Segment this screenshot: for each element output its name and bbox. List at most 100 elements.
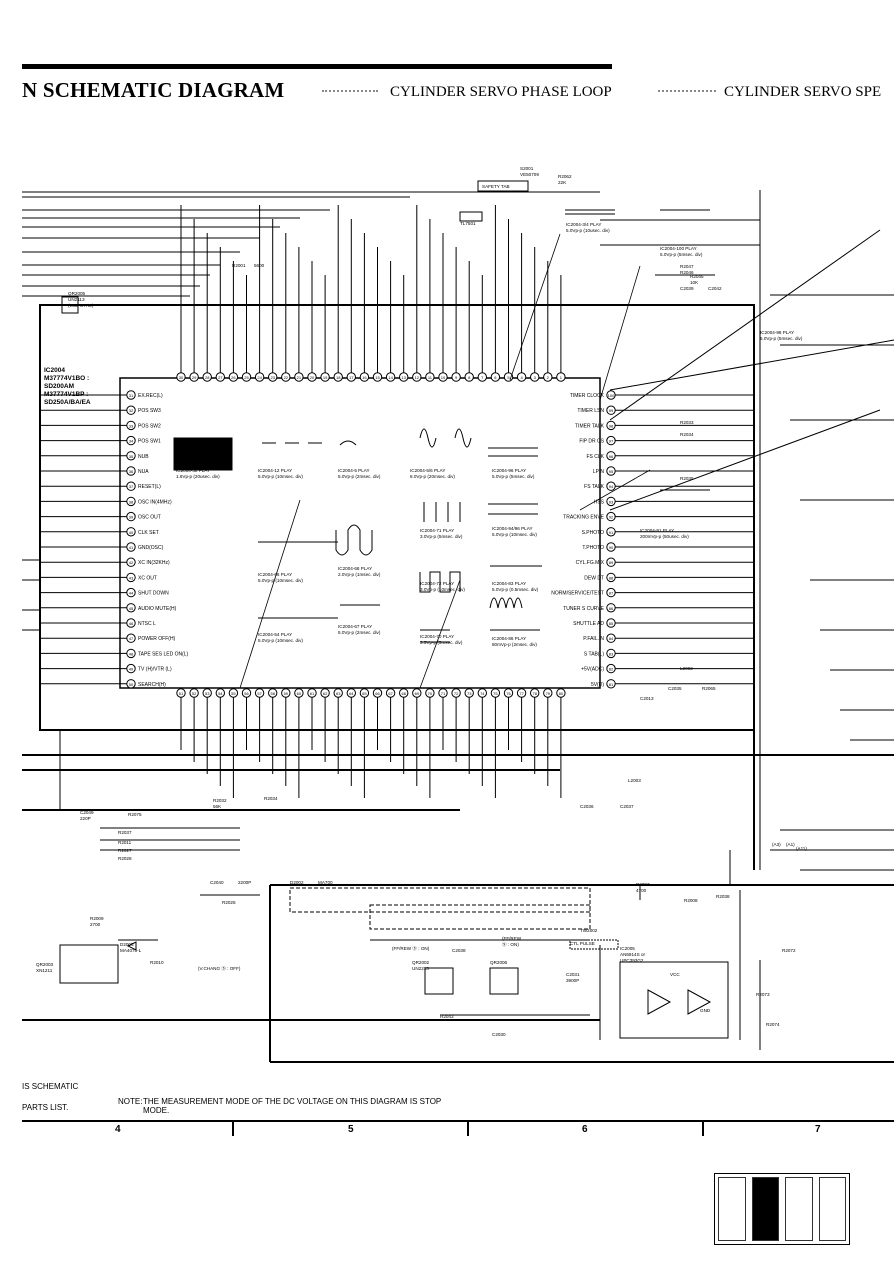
scope-note-value: 5.0Vp-p (0.5msec. div) xyxy=(492,587,539,592)
pin-circle xyxy=(606,663,616,674)
component-label: QR2005 xyxy=(68,291,86,296)
component-label: C2036 xyxy=(580,804,594,809)
pin-circle xyxy=(126,496,136,507)
pin-label: OSC OUT xyxy=(138,515,161,521)
scope-note-value: 5.0Vp-p (10msec. div) xyxy=(258,474,303,479)
component-label: (FF/REW xyxy=(502,936,522,941)
pin-circle xyxy=(606,603,616,613)
component-label: R2046 xyxy=(680,270,694,275)
component-label: Ⓢ : ON) xyxy=(502,941,519,948)
component-label: (A1) xyxy=(786,842,795,847)
column-tick xyxy=(467,1120,469,1136)
pin-label: S.PHOTO xyxy=(582,530,605,536)
scope-note-value: 5.0Vp-p (10msec. div) xyxy=(258,638,303,643)
pin-number: 35 xyxy=(129,454,134,459)
component-label: R2028 xyxy=(118,856,132,861)
pin-circle xyxy=(189,372,199,382)
component-label: C2031 xyxy=(566,972,580,977)
pin-number: 92 xyxy=(609,515,614,520)
note-text: THE MEASUREMENT MODE OF THE DC VOLTAGE O… xyxy=(143,1097,442,1106)
pin-number: 81 xyxy=(609,682,614,687)
pin-circle xyxy=(176,372,186,382)
pin-label: OSC IN(4MHz) xyxy=(138,499,172,505)
pin-label: TUNER S CURVE xyxy=(563,606,604,612)
pin-number: 59 xyxy=(284,691,289,696)
pin-circle xyxy=(359,372,370,382)
pin-number: 17 xyxy=(349,375,354,380)
component-label: VE50709 xyxy=(520,172,539,177)
pin-number: 73 xyxy=(467,691,472,696)
scope-note-title: IC2004-94/96 PLAY xyxy=(492,526,533,531)
pin-label: NUB xyxy=(138,454,149,460)
pin-circle xyxy=(268,688,278,698)
scope-note-title: IC2004-72 PLAY xyxy=(420,581,454,586)
component-label: L2002 xyxy=(680,666,693,671)
component-label: R2032 xyxy=(213,798,227,803)
pin-label: POS SW1 xyxy=(138,439,161,445)
component-label: UN2113 xyxy=(68,297,85,302)
pin-number: 40 xyxy=(129,530,134,535)
scope-note-value: 5.0Vp-p (2msec. div) xyxy=(338,474,381,479)
pin-circle xyxy=(543,372,553,382)
pin-number: 44 xyxy=(129,591,134,596)
pin-number: 88 xyxy=(609,575,614,580)
pin-number: 37 xyxy=(129,484,134,489)
page-thumb[interactable] xyxy=(785,1177,813,1241)
page-thumb[interactable] xyxy=(818,1177,846,1241)
dashed-region xyxy=(369,904,591,930)
scope-note-value: 3.0Vp-p (10msec. div) xyxy=(420,587,465,592)
pin-number: 60 xyxy=(297,691,302,696)
pin-circle xyxy=(606,542,616,552)
pin-number: 4 xyxy=(520,375,523,380)
pin-number: 53 xyxy=(205,691,210,696)
pin-circle xyxy=(254,372,265,382)
pin-number: 48 xyxy=(129,651,134,656)
header-dash-rule xyxy=(658,90,716,95)
scope-note-value: 5.0Vp-p (5msec. div) xyxy=(760,336,803,341)
component-label: R2027 xyxy=(118,848,132,853)
scope-note-title: IC2004-71 PLAY xyxy=(420,528,454,533)
scope-note-title: IC2004-83 PLAY xyxy=(492,581,526,586)
pin-circle xyxy=(412,688,422,698)
ic2004-part: SD250A/BA/EA xyxy=(44,399,91,406)
pin-number: 72 xyxy=(454,691,459,696)
pin-circle xyxy=(126,663,136,674)
component-label: 10K xyxy=(690,280,699,285)
pin-number: 50 xyxy=(129,682,134,687)
pin-circle xyxy=(126,481,136,491)
pin-number: 7 xyxy=(481,375,484,380)
pin-circle xyxy=(241,688,252,698)
scope-note-value: 5.0Vp-p (10msec. div) xyxy=(492,532,537,537)
pin-label: NORM/SERVICE/TEST xyxy=(551,591,604,597)
pin-number: 42 xyxy=(129,560,134,565)
pin-circle xyxy=(490,688,501,698)
pin-label: HSS xyxy=(594,499,605,505)
pin-number: 10 xyxy=(441,375,446,380)
pin-circle xyxy=(126,527,136,537)
pin-circle xyxy=(516,688,527,698)
component-label: R2047 xyxy=(680,264,694,269)
page-thumb[interactable] xyxy=(718,1177,746,1241)
pin-circle xyxy=(268,372,278,382)
pin-circle xyxy=(606,451,616,461)
component-label: (A3) xyxy=(772,842,781,847)
pin-number: 52 xyxy=(192,691,197,696)
scope-note-value: 3.0Vp-p (5msec. div) xyxy=(420,534,463,539)
pin-number: 71 xyxy=(441,691,446,696)
page-navigator xyxy=(714,1173,850,1245)
pin-label: TV (H)/VTR (L) xyxy=(138,667,172,673)
pin-number: 2 xyxy=(547,375,550,380)
pin-circle xyxy=(126,390,136,400)
component-label: R2025 xyxy=(222,900,236,905)
page-thumb-current[interactable] xyxy=(751,1177,779,1241)
pin-label: LPIN xyxy=(593,469,605,475)
pin-number: 39 xyxy=(129,515,134,520)
pin-label: XC OUT xyxy=(138,575,157,581)
pin-label: P.FAIL.IN xyxy=(583,636,604,642)
component-label: TW2002 xyxy=(580,928,598,933)
pin-label: S TAB(L) xyxy=(584,651,604,657)
pin-label: EX.REC(L) xyxy=(138,393,163,399)
note-label: NOTE: xyxy=(118,1097,143,1106)
component-label: C2037 xyxy=(620,804,634,809)
pin-circle xyxy=(606,420,616,431)
